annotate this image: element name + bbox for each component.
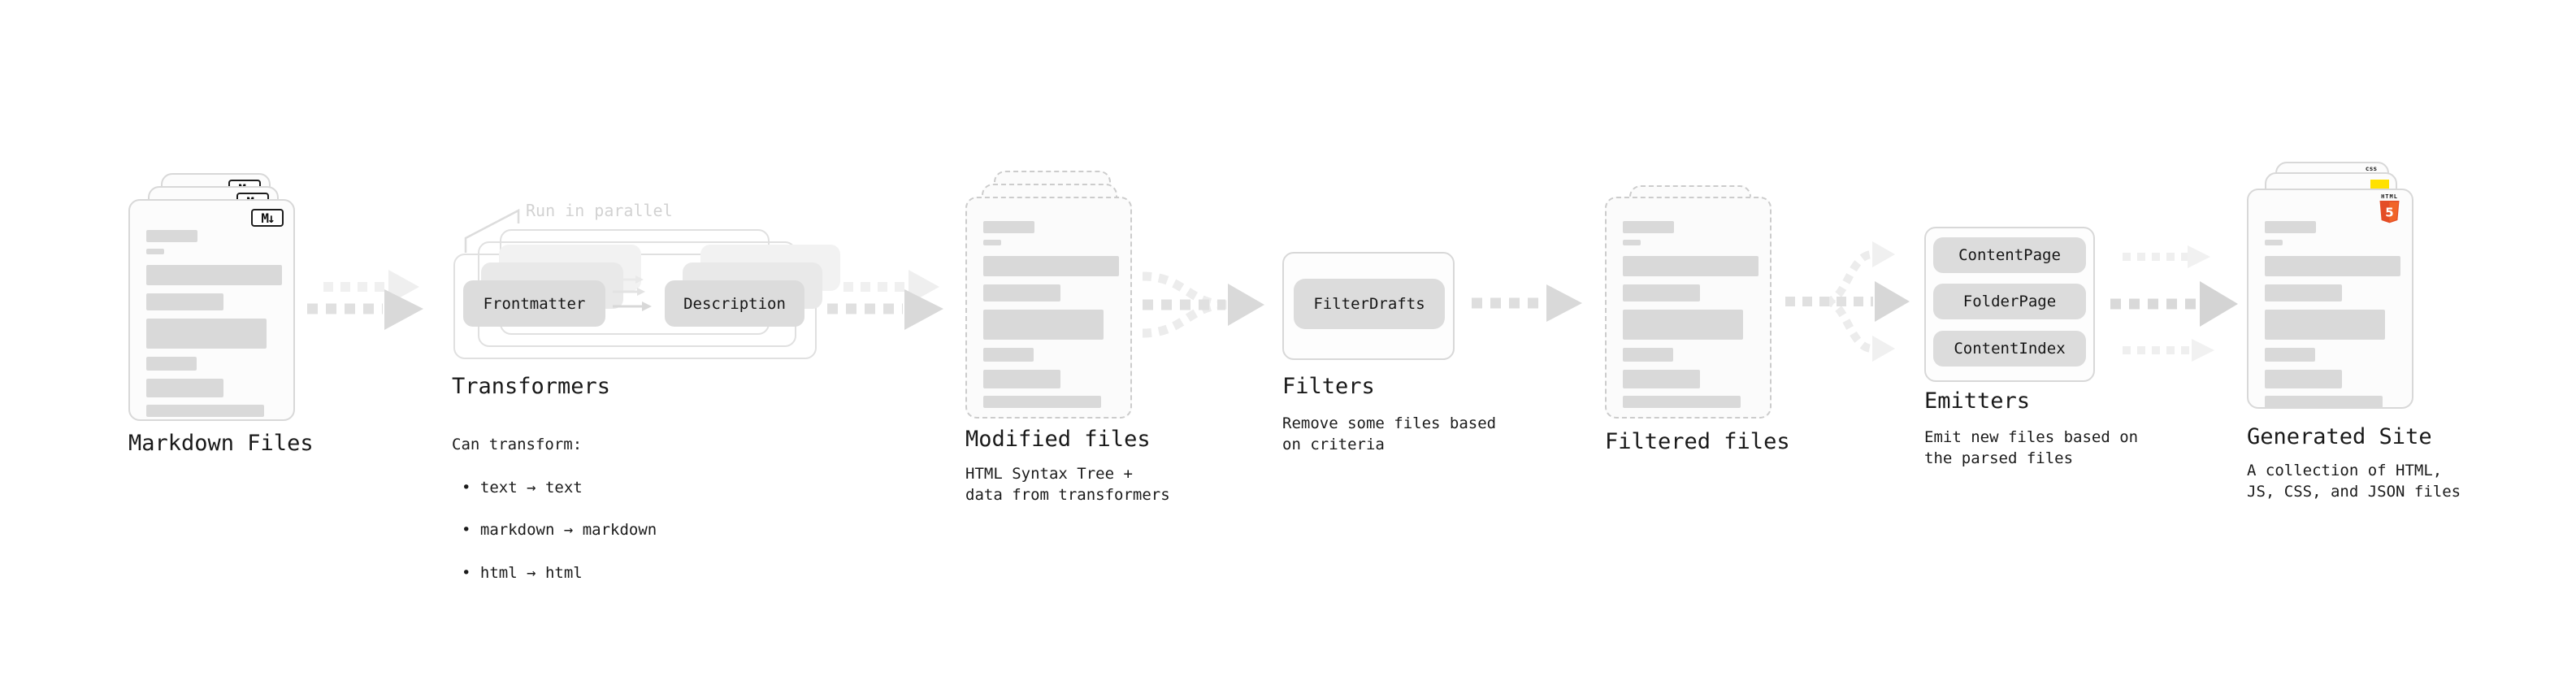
content-bar	[2265, 256, 2400, 276]
transformers-caption-heading: Can transform:	[452, 436, 583, 453]
content-bar	[2265, 284, 2342, 301]
content-bar	[1623, 240, 1641, 245]
content-bar	[2265, 348, 2315, 362]
transformers-bullet: • html → html	[462, 563, 583, 582]
arrow-transformers-to-modified	[827, 270, 943, 330]
html5-icon-shield: 5	[2379, 201, 2400, 223]
content-bar	[1623, 310, 1743, 340]
content-bar	[983, 240, 1001, 245]
file-content-placeholder	[146, 230, 282, 417]
file-content-placeholder	[983, 221, 1119, 408]
generated-site-caption: A collection of HTML, JS, CSS, and JSON …	[2247, 462, 2461, 501]
content-bar	[146, 357, 197, 371]
arrow-modified-to-filters-converge	[1142, 271, 1264, 338]
modified-files-title: Modified files	[965, 427, 1151, 452]
markdown-icon: M↓	[251, 209, 284, 227]
markdown-files-node: M↓ M↓ M↓	[128, 173, 295, 421]
content-bar	[983, 396, 1101, 408]
content-bar	[2265, 240, 2283, 245]
content-bar	[1623, 348, 1673, 362]
content-bar	[146, 319, 267, 349]
content-bar	[2265, 396, 2383, 408]
content-bar	[983, 310, 1104, 340]
filtered-files-node	[1605, 185, 1772, 421]
content-bar	[146, 379, 223, 397]
svg-text:5: 5	[2385, 206, 2393, 220]
javascript-icon	[2370, 180, 2389, 190]
markdown-files-title: Markdown Files	[128, 431, 314, 456]
file-content-placeholder	[1623, 221, 1759, 408]
content-bar	[146, 249, 164, 254]
description-pill: Description	[665, 280, 804, 327]
content-bar	[2265, 221, 2316, 233]
transformers-node: Run in parallel Frontmatter Description	[452, 199, 840, 370]
filterdrafts-pill: FilterDrafts	[1294, 279, 1445, 329]
contentindex-pill: ContentIndex	[1933, 331, 2086, 367]
contentpage-pill: ContentPage	[1933, 237, 2086, 273]
modified-files-caption: HTML Syntax Tree + data from transformer…	[965, 465, 1170, 504]
modified-files-node	[965, 171, 1132, 419]
arrow-markdown-to-transformers	[307, 270, 423, 330]
frontmatter-pill: Frontmatter	[463, 280, 605, 327]
file-content-placeholder	[2265, 221, 2400, 408]
content-bar	[983, 370, 1060, 388]
transformers-title: Transformers	[452, 374, 611, 399]
content-bar	[1623, 396, 1741, 408]
content-bar	[1623, 284, 1700, 301]
content-bar	[2265, 310, 2385, 340]
parallel-run-arrows	[613, 275, 652, 311]
content-bar	[1623, 256, 1759, 276]
run-in-parallel-label: Run in parallel	[526, 201, 673, 220]
transformers-caption: Can transform: • text → text • markdown …	[452, 413, 657, 605]
markdown-file-card-front: M↓	[128, 199, 295, 421]
content-bar	[2265, 370, 2342, 388]
emitters-title: Emitters	[1924, 388, 2031, 414]
arrow-emitters-to-generated-triple	[2110, 245, 2238, 362]
filters-title: Filters	[1282, 374, 1375, 399]
arrow-filtered-to-emitters-diverge	[1785, 241, 1910, 362]
content-bar	[146, 293, 223, 310]
html5-icon: HTML 5	[2379, 193, 2400, 227]
content-bar	[983, 284, 1060, 301]
css-icon-label: css	[2365, 165, 2378, 172]
content-bar	[983, 348, 1034, 362]
content-bar	[146, 265, 282, 285]
modified-file-card-front	[965, 197, 1132, 419]
content-bar	[146, 230, 197, 242]
content-bar	[983, 256, 1119, 276]
arrow-filters-to-filtered	[1472, 284, 1582, 322]
generated-site-node: css HTML 5	[2247, 162, 2413, 410]
transformers-bullet: • text → text	[462, 478, 583, 497]
filtered-files-title: Filtered files	[1605, 429, 1790, 454]
filters-caption: Remove some files based on criteria	[1282, 414, 1497, 453]
filtered-file-card-front	[1605, 197, 1772, 419]
html5-icon-word: HTML	[2381, 193, 2398, 200]
emitters-caption: Emit new files based on the parsed files	[1924, 428, 2139, 467]
content-bar	[146, 405, 264, 417]
transformers-bullet: • markdown → markdown	[462, 521, 657, 539]
content-bar	[1623, 370, 1700, 388]
generated-html-file-card: HTML 5	[2247, 189, 2413, 409]
run-in-parallel-leader-line	[464, 208, 520, 253]
generated-site-title: Generated Site	[2247, 424, 2432, 449]
content-bar	[1623, 221, 1674, 233]
content-bar	[983, 221, 1034, 233]
folderpage-pill: FolderPage	[1933, 284, 2086, 319]
